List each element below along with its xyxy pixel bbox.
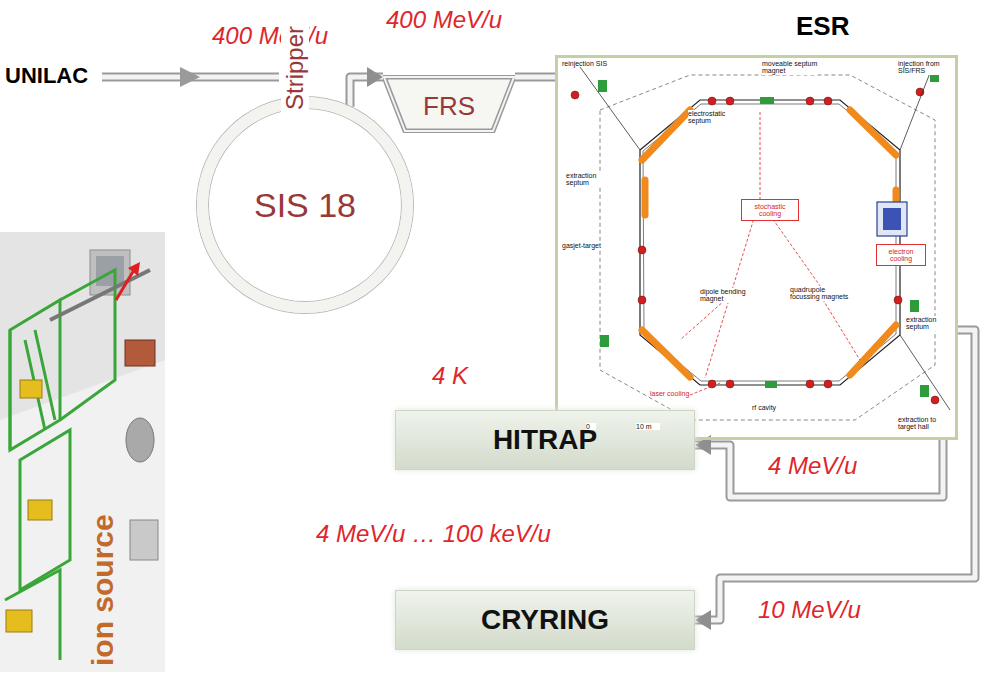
accelerator-name: UNILAC: [5, 63, 88, 88]
node-label: electron cooling: [879, 248, 923, 263]
part-label: reinjection SIS: [562, 60, 608, 67]
ion-source-label: ion source: [86, 512, 121, 668]
node-label: SIS 18: [254, 186, 356, 225]
part-label: quadrupole focussing magnets: [790, 286, 850, 301]
temperature-label: 4 K: [432, 362, 468, 390]
stripper-label: Stripper: [281, 24, 309, 112]
beam-line: [695, 435, 943, 497]
part-label: gasjet-target: [562, 242, 608, 249]
part-label: extraction to target hall: [898, 416, 952, 431]
energy-range-label: 4 MeV/u … 100 keV/u: [316, 520, 551, 548]
energy-label: 10 MeV/u: [758, 596, 861, 624]
trap-box: HITRAP: [395, 410, 695, 470]
part-label: electrostatic septum: [688, 110, 736, 125]
separator-trapezoid: FRS: [383, 75, 515, 133]
beam-line: [350, 67, 383, 107]
beam-line: [515, 77, 555, 78]
part-label: extraction septum: [566, 172, 608, 187]
beam-line: [695, 330, 975, 630]
cooling-box: stochastic cooling: [741, 199, 799, 221]
part-label: laser cooling: [650, 390, 690, 397]
part-label: 0: [586, 423, 596, 430]
cooling-box: electron cooling: [876, 244, 926, 266]
part-label: extraction septum: [906, 316, 950, 331]
part-label: moveable septum magnet: [762, 60, 818, 75]
unilac-beamline: [102, 67, 279, 87]
node-label: CRYRING: [481, 604, 609, 636]
esr-ring-schematic: [571, 60, 950, 420]
part-label: injection from SIS/FRS: [898, 60, 952, 75]
ion-source-rendering: [0, 232, 165, 672]
storage-ring-panel: ESRstochastic coolingelectron cooling: [555, 55, 958, 440]
node-label: stochastic cooling: [744, 203, 796, 218]
part-label: 10 m: [636, 423, 660, 430]
node-label: FRS: [423, 87, 475, 122]
part-label: dipole bending magnet: [700, 288, 748, 303]
synchrotron-ring: SIS 18: [197, 97, 413, 313]
ring-box: CRYRING: [395, 590, 695, 650]
energy-label: 400 MeV/u: [212, 22, 328, 50]
part-label: rf cavity: [752, 404, 786, 411]
node-label: HITRAP: [493, 424, 597, 456]
energy-label: 400 MeV/u: [386, 6, 502, 34]
node-label: ESR: [796, 11, 849, 42]
energy-label: 4 MeV/u: [768, 452, 857, 480]
